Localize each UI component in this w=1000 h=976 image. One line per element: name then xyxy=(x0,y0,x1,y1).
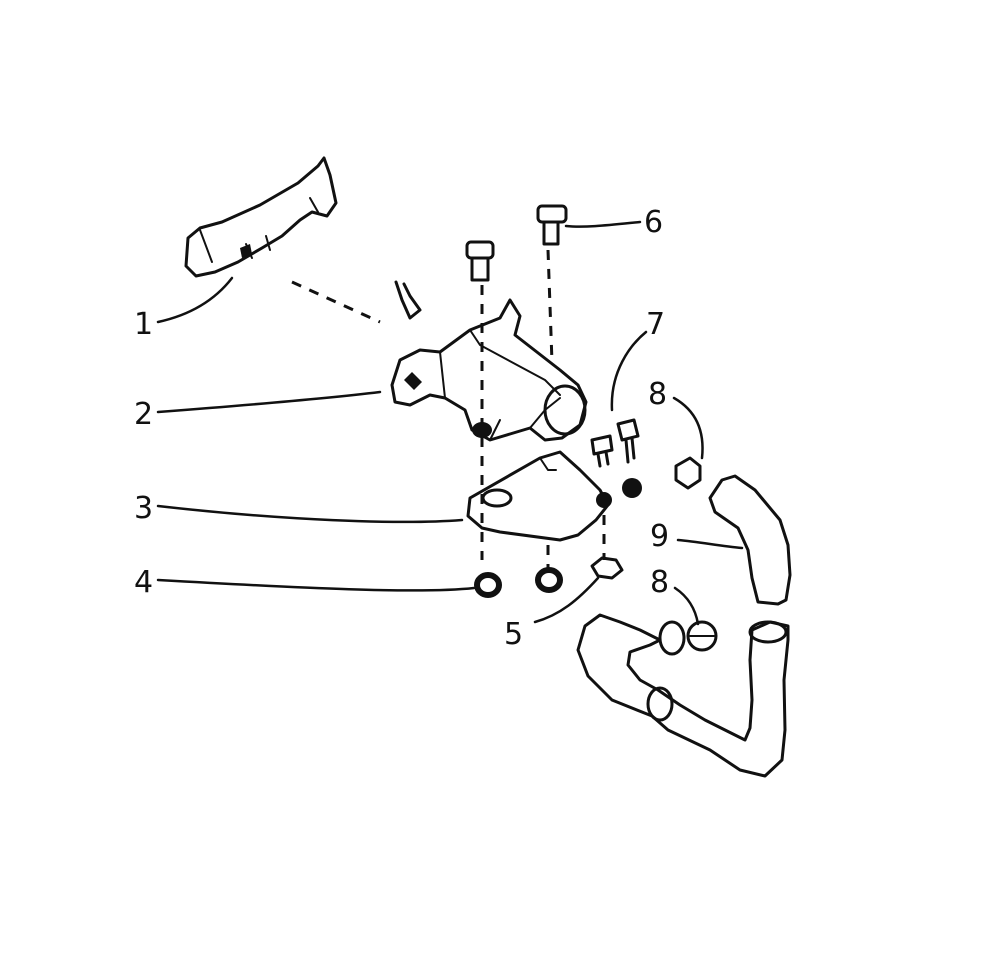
part-3-mounting-plate xyxy=(466,450,642,542)
callout-6: 6 xyxy=(644,205,663,240)
callout-4: 4 xyxy=(134,565,153,600)
callout-9: 9 xyxy=(650,519,669,554)
part-4-grommets xyxy=(474,567,563,598)
callout-7: 7 xyxy=(646,307,665,342)
part-9-hoses xyxy=(576,474,792,778)
part-7-screws xyxy=(590,418,640,468)
callout-1: 1 xyxy=(134,307,153,342)
callout-3: 3 xyxy=(134,491,153,526)
callout-5: 5 xyxy=(504,617,523,652)
part-8-clamps xyxy=(674,456,718,652)
part-2-motor-assembly xyxy=(390,280,588,442)
leader-lines xyxy=(156,220,744,626)
callout-8-lower: 8 xyxy=(650,565,669,600)
callout-2: 2 xyxy=(134,397,153,432)
part-1-bracket xyxy=(184,156,338,278)
callout-8-upper: 8 xyxy=(648,377,667,412)
part-5-nut xyxy=(590,556,624,580)
callout-labels: 1 2 3 4 5 6 7 8 8 9 xyxy=(134,205,669,652)
part-6-bolts xyxy=(465,204,568,282)
assembly-lines xyxy=(291,249,606,568)
